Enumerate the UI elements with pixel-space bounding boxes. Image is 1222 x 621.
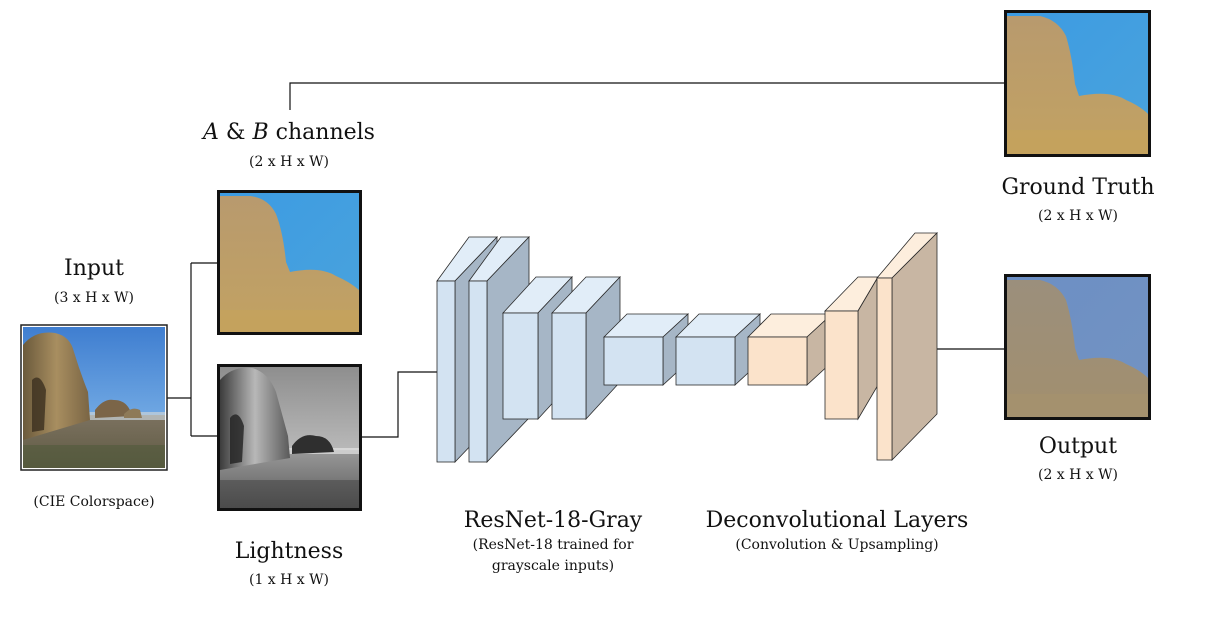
resnet-title: ResNet-18-Gray bbox=[463, 508, 643, 533]
ab-channels-dims: (2 x H x W) bbox=[248, 154, 330, 170]
ab-to-ground-truth-line bbox=[289, 82, 1006, 110]
ab-channels-title: A & B channels bbox=[203, 120, 375, 145]
ab-channels-word: channels bbox=[275, 120, 375, 145]
input-colorspace-note: (CIE Colorspace) bbox=[33, 494, 155, 510]
resnet-description-line1: (ResNet-18 trained for bbox=[472, 537, 634, 553]
lightness-to-resnet-line bbox=[362, 371, 437, 438]
decoder-block-2 bbox=[824, 275, 879, 421]
output-dims: (2 x H x W) bbox=[1037, 467, 1119, 483]
ground-truth-image bbox=[1004, 10, 1151, 157]
ab-ampersand: & bbox=[225, 120, 246, 145]
output-image bbox=[1004, 274, 1151, 420]
encoder-block-5 bbox=[603, 313, 690, 386]
ground-truth-dims: (2 x H x W) bbox=[1037, 208, 1119, 224]
ab-letter-a: A bbox=[203, 120, 219, 145]
decoder-block-1 bbox=[747, 313, 834, 386]
ab-channels-image bbox=[217, 190, 362, 335]
resnet-description-line2: grayscale inputs) bbox=[491, 558, 615, 574]
ab-letter-b: B bbox=[252, 120, 269, 145]
lightness-dims: (1 x H x W) bbox=[248, 572, 330, 588]
output-title: Output bbox=[1038, 434, 1118, 459]
resnet-encoder-blocks bbox=[436, 236, 762, 463]
input-title: Input bbox=[64, 256, 124, 281]
deconv-title: Deconvolutional Layers bbox=[705, 508, 969, 533]
ground-truth-title: Ground Truth bbox=[1001, 175, 1155, 200]
input-dims: (3 x H x W) bbox=[53, 290, 135, 306]
decoder-block-3 bbox=[876, 232, 938, 461]
input-image bbox=[20, 324, 168, 471]
lightness-title: Lightness bbox=[234, 539, 344, 564]
deconv-description: (Convolution & Upsampling) bbox=[735, 537, 939, 553]
encoder-block-6 bbox=[675, 313, 762, 386]
lightness-image bbox=[217, 364, 362, 511]
deconv-decoder-blocks bbox=[747, 232, 938, 461]
